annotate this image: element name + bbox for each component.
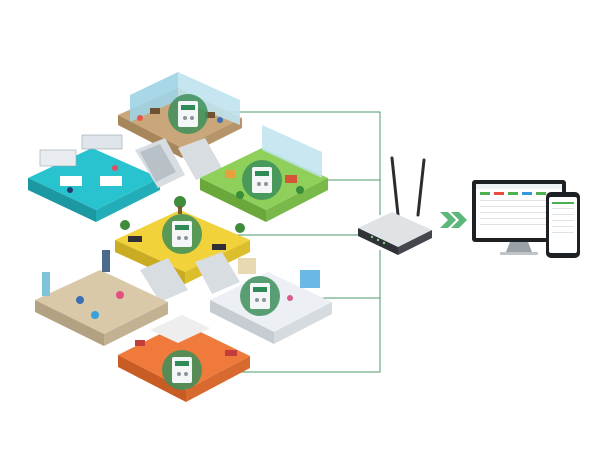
wireless-sensor-icon — [240, 276, 280, 316]
connection-line-top — [205, 111, 381, 215]
smartphone-icon — [546, 192, 580, 258]
wireless-sensor-icon — [162, 214, 202, 254]
dashboard-tiles — [480, 192, 558, 225]
desktop-monitor-icon — [472, 180, 566, 255]
wireless-sensor-icon — [168, 94, 208, 134]
escalator-upper-left — [135, 138, 222, 188]
wireless-sensor-icon — [242, 160, 282, 200]
double-chevron-right-icon — [440, 212, 467, 228]
escalator-lower — [140, 252, 240, 302]
router-icon — [358, 156, 432, 255]
wireless-sensor-icon — [162, 350, 202, 390]
store-tile-lower-left — [35, 250, 168, 346]
sensor-badges — [162, 94, 282, 390]
connection-line-bottom — [185, 298, 381, 373]
store-tile-upper-left — [28, 134, 160, 222]
